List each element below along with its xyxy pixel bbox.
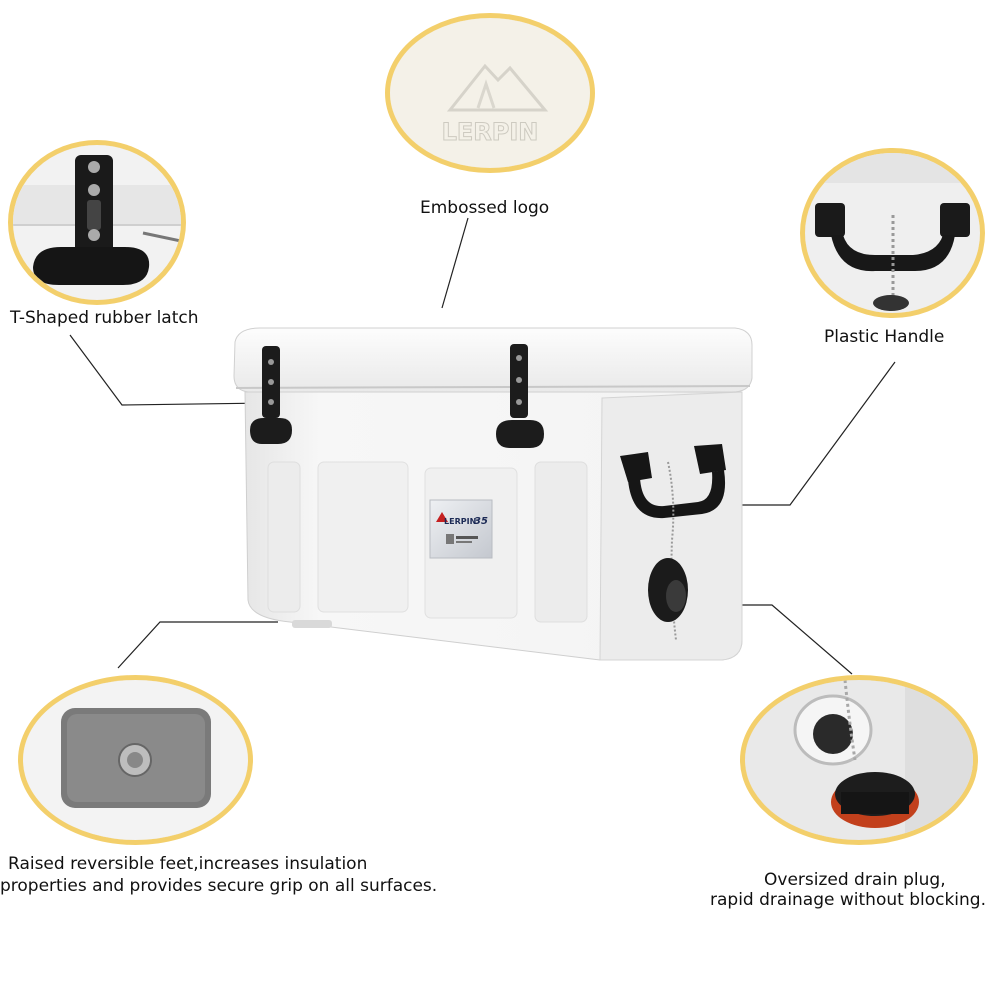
- handle-closeup-icon: [805, 153, 980, 313]
- feet-leader-line: [117, 621, 278, 669]
- feet-detail: [18, 675, 253, 845]
- front-label: [429, 499, 493, 559]
- latch-label: T-Shaped rubber latch: [10, 308, 199, 328]
- side-handle: [620, 444, 726, 519]
- drain-label-line-2: rapid drainage without blocking.: [710, 890, 986, 910]
- latch-detail: [8, 140, 186, 305]
- right-latch: [496, 344, 544, 448]
- embossed-brand-text: LERPIN: [442, 118, 539, 146]
- foot-closeup-icon: [23, 680, 248, 840]
- latch-leader-line: [69, 334, 269, 406]
- drain-plug: [648, 558, 688, 622]
- left-latch: [250, 346, 292, 444]
- embossed-logo-icon: LERPIN: [390, 18, 590, 168]
- feet-label-line-1: Raised reversible feet,increases insulat…: [8, 854, 368, 874]
- label-capacity: 35: [474, 516, 488, 527]
- drain-label-line-1: Oversized drain plug,: [764, 870, 946, 890]
- logo-leader-line: [441, 217, 469, 309]
- latch-closeup-icon: [13, 145, 181, 300]
- handle-label: Plastic Handle: [824, 327, 945, 347]
- cooler-lid: [233, 327, 753, 393]
- drain-plug-closeup-icon: [745, 680, 973, 840]
- handle-detail: [800, 148, 985, 318]
- label-brand: LERPIN: [444, 517, 476, 526]
- embossed-logo-label: Embossed logo: [420, 198, 550, 218]
- feet-label-line-2: properties and provides secure grip on a…: [0, 876, 438, 896]
- embossed-logo-detail: LERPIN: [385, 13, 595, 173]
- drain-detail: [740, 675, 978, 845]
